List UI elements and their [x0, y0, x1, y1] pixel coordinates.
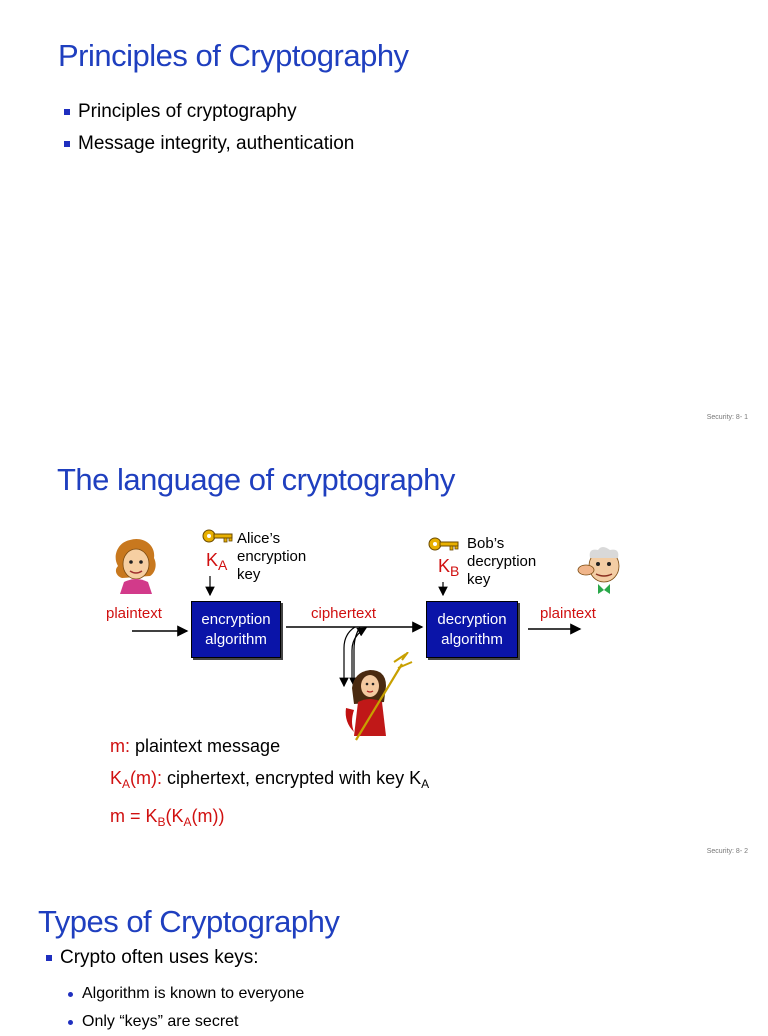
- bob-key-label: Bob’s decryption key: [467, 535, 536, 589]
- def-prefix: KA(m):: [110, 768, 163, 791]
- trudy-icon: [345, 652, 413, 741]
- box-label-line: algorithm: [441, 631, 503, 648]
- alice-key-label: Alice’s encryption key: [237, 530, 306, 584]
- key-icon: [202, 529, 233, 543]
- box-label-line: encryption: [201, 611, 271, 628]
- definition-ciphertext: KA(m): ciphertext, encrypted with key KA: [110, 762, 429, 800]
- encryption-algorithm-box: encryption algorithm: [191, 601, 281, 658]
- flow-arrows: [132, 576, 582, 688]
- key-label-line: key: [467, 571, 491, 588]
- plaintext-output-label: plaintext: [540, 605, 596, 622]
- key-a-symbol: KA: [206, 550, 228, 573]
- list-item: Message integrity, authentication: [64, 128, 354, 160]
- slide-1-title: Principles of Cryptography: [58, 38, 409, 73]
- key-label-line: Alice’s: [237, 530, 281, 547]
- key-label-line: decryption: [467, 553, 537, 570]
- slide-3-bullet-list: Crypto often uses keys:: [46, 942, 259, 974]
- ciphertext-label: ciphertext: [311, 605, 377, 622]
- box-label-line: algorithm: [205, 631, 267, 648]
- def-text: plaintext message: [130, 736, 281, 756]
- slide-1: Principles of Cryptography Principles of…: [0, 0, 768, 430]
- slide-1-footer: Security: 8- 1: [706, 414, 748, 421]
- def-text-sub: A: [421, 777, 430, 791]
- slide-3: Types of Cryptography Crypto often uses …: [0, 862, 768, 1030]
- decryption-algorithm-box: decryption algorithm: [426, 601, 518, 658]
- slide-3-sub-bullet-list: Algorithm is known to everyone Only “key…: [66, 980, 304, 1036]
- list-item: Principles of cryptography: [64, 96, 354, 128]
- definitions: m: plaintext message KA(m): ciphertext, …: [110, 730, 429, 838]
- def-prefix: m:: [110, 736, 130, 756]
- alice-icon: [115, 538, 156, 594]
- slide-2-title: The language of cryptography: [57, 462, 455, 497]
- slide-2: The language of cryptography Alice’s enc…: [0, 430, 768, 862]
- def-text: ciphertext, encrypted with key K: [162, 768, 422, 788]
- definition-plaintext: m: plaintext message: [110, 730, 429, 762]
- key-b-symbol: KB: [438, 556, 460, 579]
- slide-3-title: Types of Cryptography: [38, 904, 340, 939]
- key-label-line: encryption: [237, 548, 307, 565]
- bob-icon: [577, 547, 620, 594]
- list-item: Only “keys” are secret: [66, 1008, 304, 1036]
- definition-decryption: m = KB(KA(m)): [110, 806, 225, 829]
- key-icon: [428, 537, 459, 551]
- slide-1-bullet-list: Principles of cryptography Message integ…: [64, 96, 354, 160]
- list-item: Crypto often uses keys:: [46, 942, 259, 974]
- key-label-line: key: [237, 566, 261, 583]
- slide-2-footer: Security: 8- 2: [706, 848, 748, 855]
- box-label-line: decryption: [437, 611, 507, 628]
- list-item: Algorithm is known to everyone: [66, 980, 304, 1008]
- key-label-line: Bob’s: [467, 535, 505, 552]
- plaintext-input-label: plaintext: [106, 605, 162, 622]
